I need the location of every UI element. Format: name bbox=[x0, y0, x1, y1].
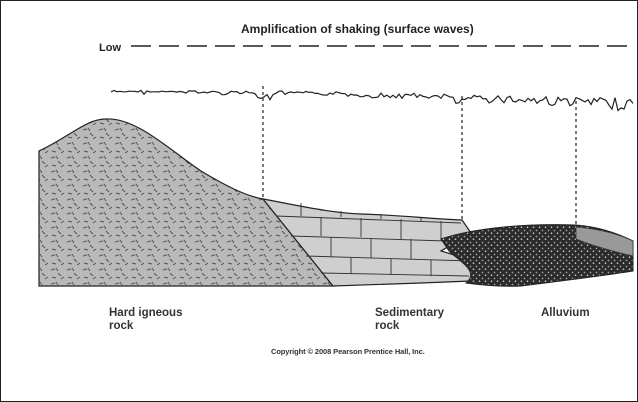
label-alluvium: Alluvium bbox=[541, 307, 590, 319]
label-sedimentary-rock: Sedimentary rock bbox=[375, 307, 445, 332]
label-igneous-rock: Hard igneous rock bbox=[109, 307, 183, 332]
seismic-wave-trace bbox=[110, 89, 634, 112]
igneous-rock-layer bbox=[38, 118, 335, 287]
scale-low-label: Low bbox=[99, 42, 121, 54]
diagram-title: Amplification of shaking (surface waves) bbox=[241, 22, 474, 36]
copyright-notice: Copyright © 2008 Pearson Prentice Hall, … bbox=[271, 347, 425, 356]
